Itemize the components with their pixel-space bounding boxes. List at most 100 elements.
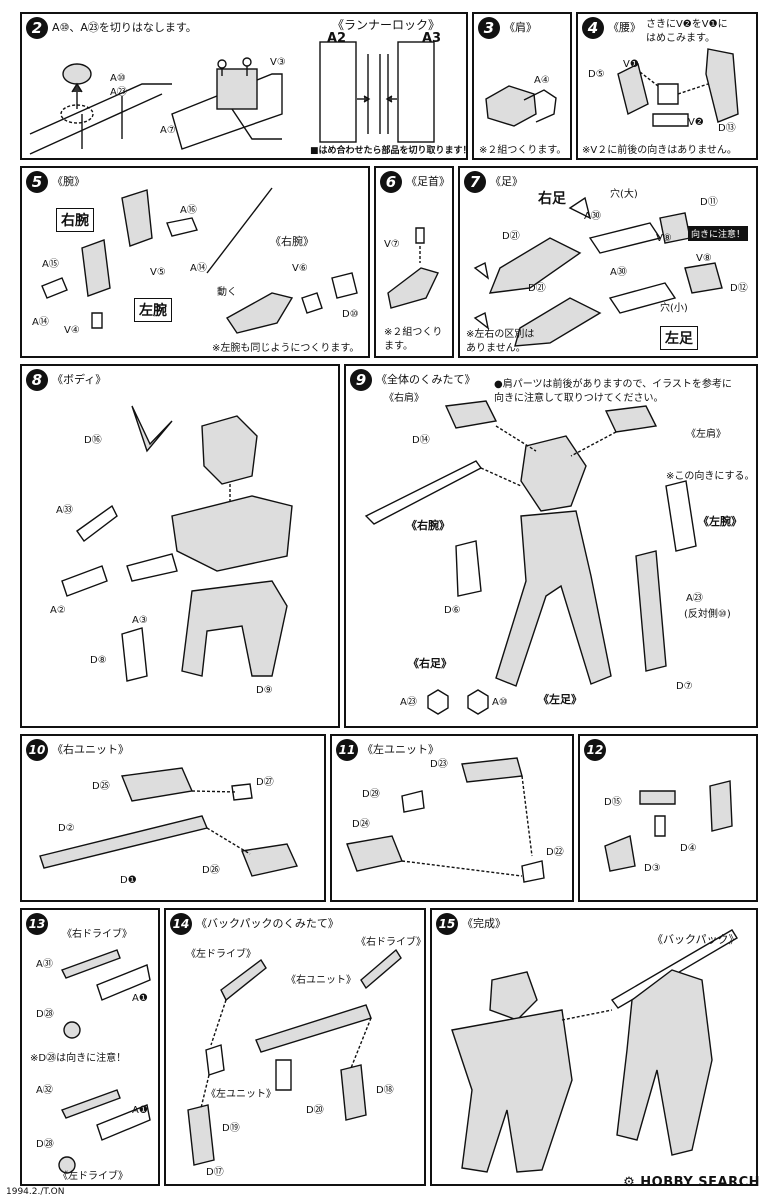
left-foot-label: 左足 (660, 326, 698, 350)
part-label: A⑮ (42, 259, 59, 270)
step-5-panel: 5 《腕》 右腕 左腕 A⑯ A⑮ V⑤ A⑭ A⑭ V④ 《右腕》 動く V⑥… (20, 166, 370, 358)
part-label: V⑧ (696, 253, 712, 264)
caution-note: ※D㉘は向きに注意！ (30, 1053, 127, 1064)
step-number: 6 (380, 171, 402, 193)
part-label: V⑥ (292, 263, 308, 274)
caution-badge: 向きに注意！ (688, 226, 749, 241)
part-label: D⑨ (256, 685, 273, 696)
part-label: A㉝ (56, 505, 73, 516)
part-label: A㉚ (610, 267, 627, 278)
print-date: 1994.2./T.ON (6, 1187, 65, 1197)
step-3-panel: 3 《肩》 A④ ※２組つくります。 (472, 12, 572, 160)
part-label: A⑭ (190, 263, 207, 274)
right-arm-label: 右腕 (56, 208, 94, 232)
step-number: 12 (584, 739, 606, 761)
part-label: V④ (64, 325, 80, 336)
step-title: 《完成》 (462, 917, 506, 930)
step-note: ※左腕も同じようにつくります。 (212, 343, 360, 354)
runner-lock-title: 《ランナーロック》 (332, 18, 441, 32)
step-7-panel: 7 《足》 右足 左足 穴(大) 穴(小) 向きに注意！ A㉚ D⑪ D㉑ V⑧… (458, 166, 758, 358)
right-shoulder-label: 《右肩》 (384, 393, 424, 404)
part-label: A㉓ (110, 87, 127, 98)
step-instruction: A⑩、A㉓を切りはなします。 (52, 21, 197, 34)
step-6-panel: 6 《足首》 V⑦ ※２組つくり ます。 (374, 166, 454, 358)
part-label: A⑭ (32, 317, 49, 328)
step-number: 13 (26, 913, 48, 935)
part-label: D⑧ (90, 655, 107, 666)
hole-small-label: 穴(小) (660, 303, 688, 314)
right-arm-label: 《右腕》 (406, 519, 450, 532)
step-title: 《足首》 (406, 175, 450, 188)
part-label: D㉘ (36, 1139, 54, 1150)
step-2-panel: 2 A⑩、A㉓を切りはなします。 《ランナーロック》 A2 A3 A⑩ A㉓ V… (20, 12, 468, 160)
step-note: ※２組つくります。 (479, 145, 567, 156)
step-10-panel: 10 《右ユニット》 D㉕ D㉗ D② D❶ D㉖ (20, 734, 326, 902)
part-label: A❶ (132, 1105, 148, 1116)
part-label: D㉓ (430, 759, 448, 770)
part-label: A② (50, 605, 66, 616)
left-arm-label: 《左腕》 (698, 515, 742, 528)
part-label: A㉛ (36, 959, 53, 970)
watermark: ⚙ HOBBY SEARCH (623, 1175, 760, 1190)
step-number: 11 (336, 739, 358, 761)
left-leg-label: 《左足》 (538, 693, 582, 706)
step-15-panel: 15 《完成》 《バックパック》 (430, 908, 758, 1186)
step-number: 4 (582, 17, 604, 39)
step-9-panel: 9 《全体のくみたて》 ●肩パーツは前後がありますので、イラストを参考に 向きに… (344, 364, 758, 728)
part-label: V❷ (688, 117, 704, 128)
part-label: D⑭ (412, 435, 430, 446)
part-label: A❶ (132, 993, 148, 1004)
part-label: V⑧ (656, 233, 672, 244)
watermark-text: HOBBY SEARCH (640, 1175, 760, 1190)
completed-model-illustration (451, 929, 738, 1173)
part-label: D⑦ (676, 681, 693, 692)
part-label: A⑩ (110, 73, 126, 84)
part-label: D㉗ (256, 777, 274, 788)
direction-note: ※この向きにする。 (666, 471, 755, 482)
drive-illustration (58, 949, 151, 1174)
step-number: 3 (478, 17, 500, 39)
step-instruction: ●肩パーツは前後がありますので、イラストを参考に 向きに注意して取りつけてくださ… (494, 379, 732, 404)
step-title: 《右ユニット》 (52, 743, 129, 756)
step-14-panel: 14 《バックパックのくみたて》 《左ドライブ》 《右ユニット》 《右ドライブ》… (164, 908, 426, 1186)
right-unit-label: 《右ユニット》 (286, 975, 356, 986)
part-label: D⑮ (604, 797, 622, 808)
step-number: 2 (26, 17, 48, 39)
left-shoulder-label: 《左肩》 (686, 429, 726, 440)
arm-illustration (41, 187, 358, 334)
part-label: A③ (132, 615, 148, 626)
step-4-panel: 4 《腰》 さきにV❷をV❶に はめこみます。 V❶ D⑤ V❷ D⑬ ※V２に… (576, 12, 758, 160)
right-unit-illustration (39, 767, 298, 877)
part-label: D④ (680, 843, 697, 854)
part-label: D㉖ (202, 865, 220, 876)
part-label: D⑬ (718, 123, 736, 134)
part-label: D⑰ (206, 1167, 224, 1178)
part-label: D⑤ (588, 69, 605, 80)
step-11-panel: 11 《左ユニット》 D㉓ D㉙ D㉔ D㉒ (330, 734, 574, 902)
step-number: 15 (436, 913, 458, 935)
step-title: 《ボディ》 (52, 373, 107, 386)
part-label: A㉜ (36, 1085, 53, 1096)
step-title: 《腰》 (608, 21, 641, 34)
part-label: D❶ (120, 875, 137, 886)
step-number: 10 (26, 739, 48, 761)
part-label: D⑫ (730, 283, 748, 294)
step-note: ※左右の区別は ありません。 (466, 329, 535, 354)
body-illustration (61, 405, 293, 682)
gear-logo-icon: ⚙ (623, 1175, 636, 1190)
right-drive-label: 《右ドライブ》 (356, 937, 426, 948)
backpack-label: 《バックパック》 (652, 933, 740, 946)
part-label: D⑲ (222, 1123, 240, 1134)
step-number: 7 (464, 171, 486, 193)
step-number: 8 (26, 369, 48, 391)
move-label: 動く (217, 287, 237, 298)
step-note: ※２組つくり ます。 (384, 327, 443, 352)
part-label: D㉒ (546, 847, 564, 858)
step-title: 《右ドライブ》 (62, 929, 132, 940)
step-12-illustration (604, 780, 733, 872)
part-label: D⑯ (84, 435, 102, 446)
step-title: 《肩》 (504, 21, 537, 34)
part-label: D⑱ (376, 1085, 394, 1096)
part-label: A㉓ (400, 697, 417, 708)
part-label: V❶ (623, 59, 639, 70)
